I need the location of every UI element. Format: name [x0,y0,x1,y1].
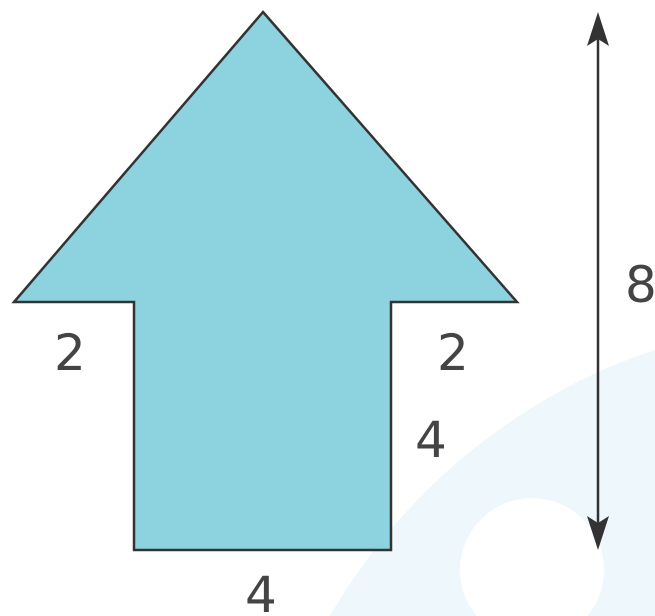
label-stem-height: 4 [415,411,447,469]
arrowhead-up-icon [587,12,609,46]
label-right-ledge: 2 [437,324,469,382]
label-stem-width: 4 [245,566,277,616]
label-total-height: 8 [625,256,655,314]
label-left-ledge: 2 [54,324,86,382]
height-dimension-arrow [587,12,609,550]
arrow-shape [11,10,520,552]
background-wash-circle [460,498,604,616]
arrowhead-down-icon [587,516,609,550]
